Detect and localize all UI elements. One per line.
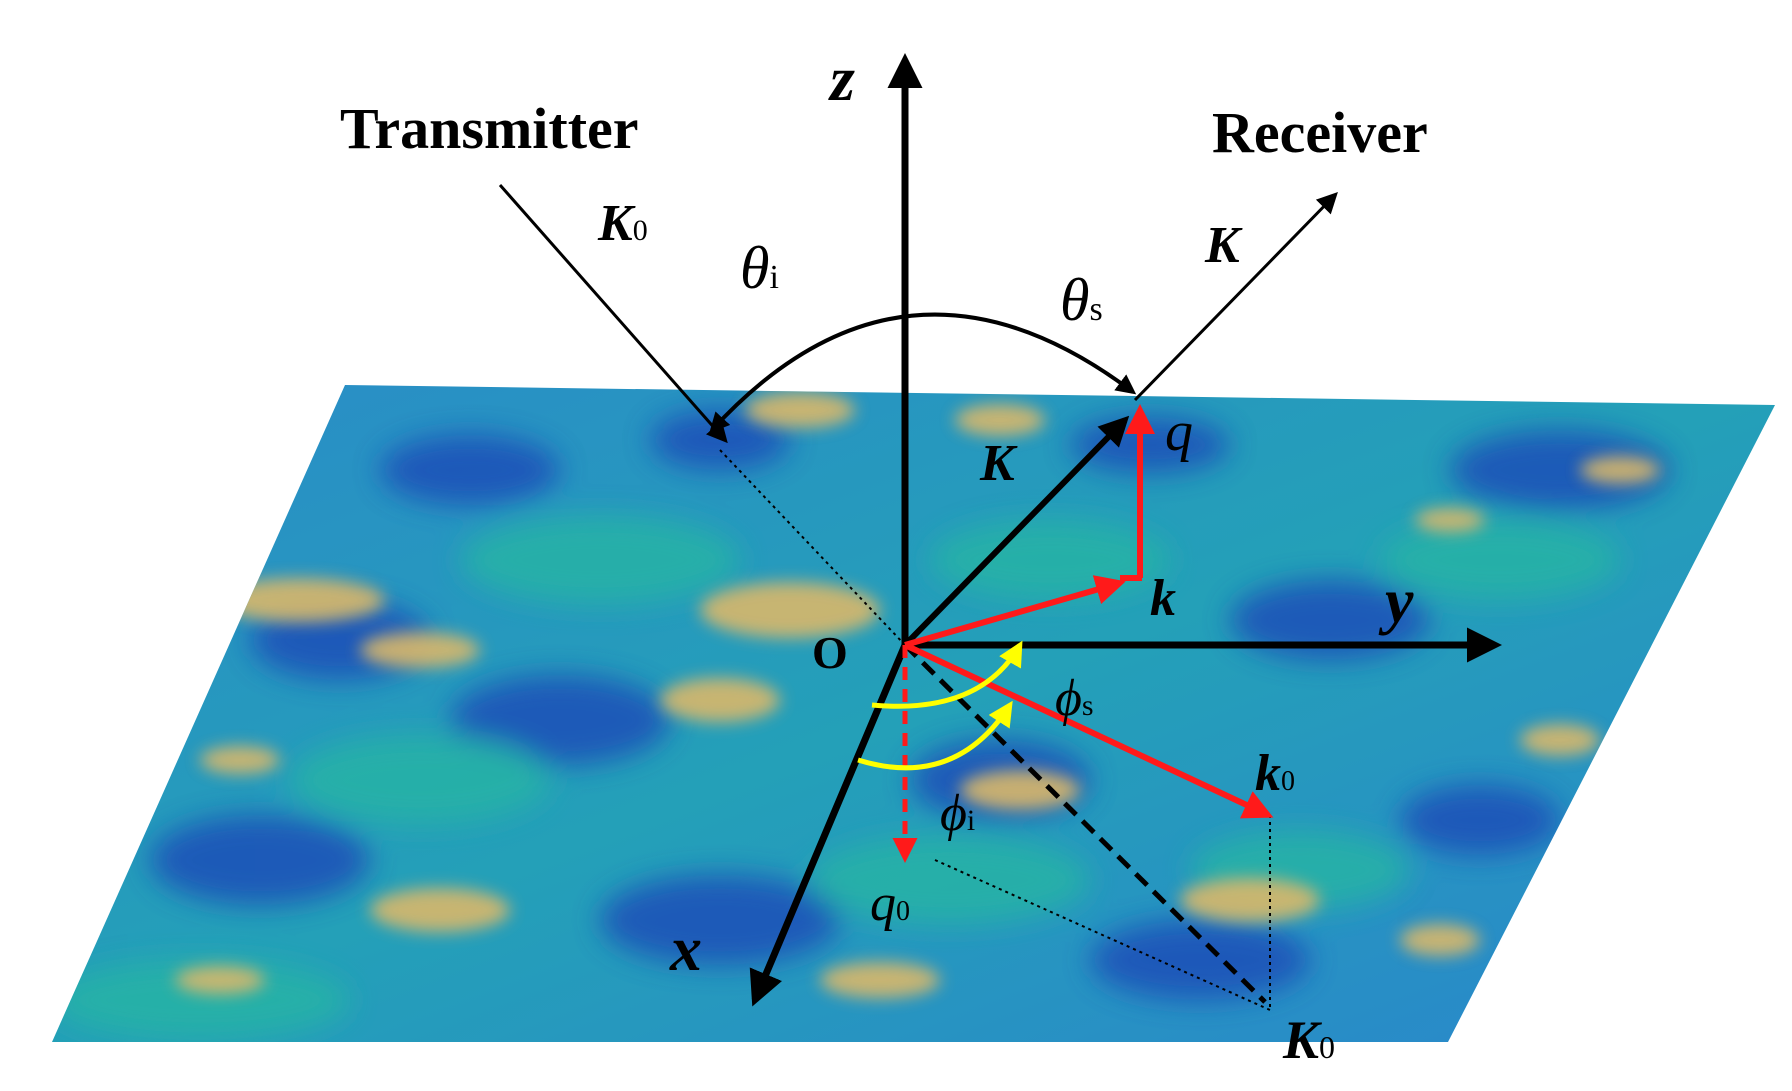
phi-i-arc	[857, 700, 1013, 771]
q0-to-K0-line	[934, 859, 1271, 1011]
K0-incident-label: K0	[597, 195, 648, 252]
wave-vectors	[498, 184, 1338, 648]
red-vectors	[892, 404, 1274, 863]
rough-surface	[52, 385, 1775, 1042]
K-scattered-label: K	[1204, 217, 1243, 274]
K0-projection-dashed	[903, 643, 1267, 1004]
k0-label: k0	[1255, 745, 1295, 802]
incident-ray	[498, 184, 728, 444]
construction-lines	[719, 449, 1271, 1011]
theta-i-label: θi	[740, 235, 779, 301]
theta-s-label: θs	[1060, 267, 1103, 333]
phi-s-arc	[871, 640, 1023, 709]
incident-projection-line	[719, 449, 906, 646]
origin-label: O	[812, 627, 848, 678]
receiver-label: Receiver	[1212, 100, 1428, 165]
q-label: q	[1165, 401, 1193, 463]
K-center-vector	[902, 415, 1130, 648]
phi-i-label: ϕi	[940, 785, 975, 842]
k-vector	[904, 575, 1126, 648]
z-axis-label: z	[828, 43, 855, 114]
theta-arc	[709, 312, 1137, 433]
transmitter-label: Transmitter	[340, 96, 639, 161]
K-center-label: K	[979, 435, 1018, 492]
phi-s-label: ϕs	[1055, 670, 1094, 727]
azimuth-arcs	[857, 640, 1023, 771]
q0-label: q0	[870, 875, 910, 932]
scattered-ray	[1133, 191, 1338, 402]
k-label: k	[1150, 570, 1176, 627]
labels: Transmitter Receiver z y x O K0 K K θi θ…	[340, 43, 1428, 1070]
x-axis-label: x	[669, 913, 702, 984]
K0-bottom-label: K0	[1282, 1010, 1335, 1070]
k0-vector	[903, 642, 1274, 819]
